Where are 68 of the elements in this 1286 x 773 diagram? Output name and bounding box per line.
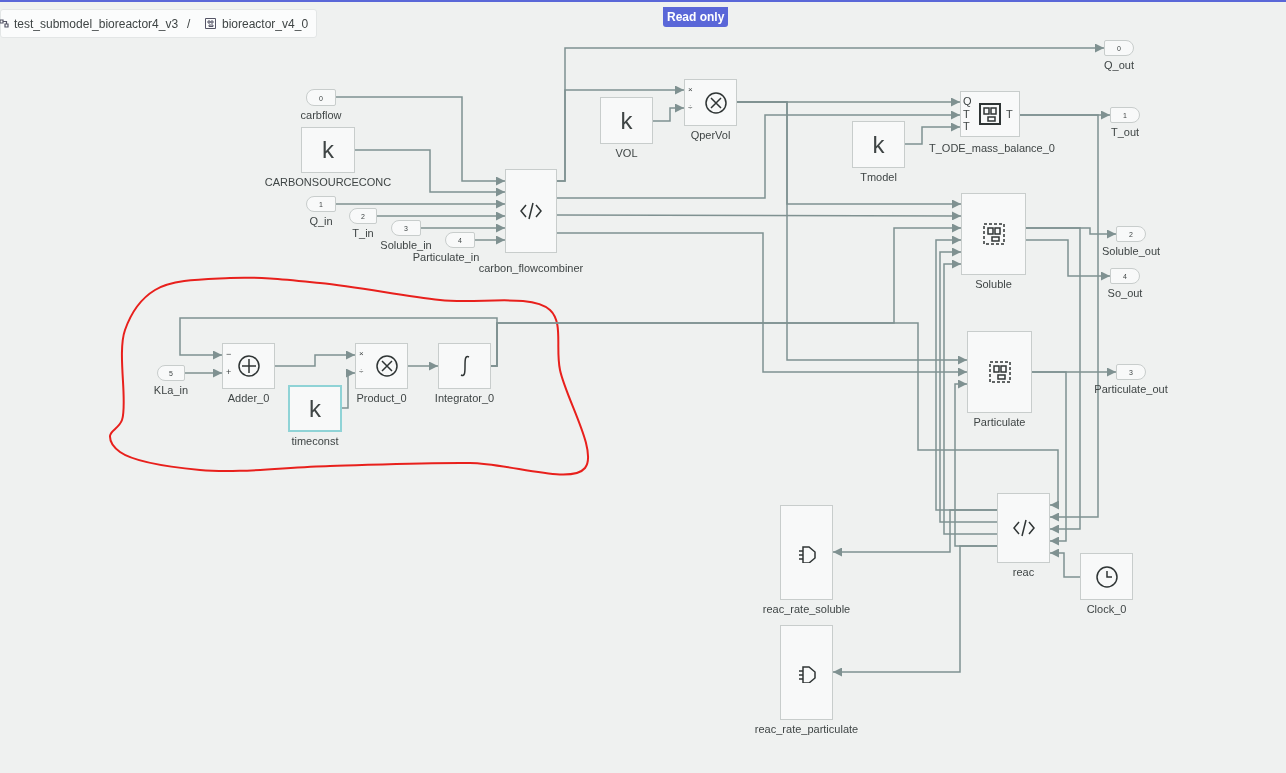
constant-symbol: k: [309, 396, 321, 421]
block-label: T_in: [352, 227, 374, 240]
signal-connector: [354, 149, 506, 197]
signal-connector: [652, 103, 685, 122]
block-label: Tmodel: [860, 171, 897, 184]
block-label: QperVol: [690, 129, 731, 142]
block-label: Q_in: [309, 215, 333, 228]
signal-connector: [1025, 227, 1081, 534]
constant-symbol: k: [872, 132, 885, 157]
block-label: Adder_0: [227, 392, 270, 405]
port-label: Q: [963, 96, 972, 107]
port-label: T: [1006, 109, 1013, 120]
block-label: carbflow: [300, 109, 342, 122]
breadcrumb-separator: /: [187, 17, 191, 31]
breadcrumb-link: bioreactor_v4_0: [222, 17, 309, 31]
block-label: reac: [1012, 566, 1035, 579]
port-sign: ÷: [359, 368, 364, 376]
signal-connector: [556, 85, 685, 182]
block-label: Particulate_out: [1094, 383, 1168, 396]
signal-connector: [1031, 371, 1067, 546]
block-label: KLa_in: [153, 384, 189, 397]
block-label: Soluble_out: [1101, 245, 1161, 258]
signal-connector: [376, 211, 506, 221]
block-label: Integrator_0: [434, 392, 495, 405]
signal-connector: [335, 96, 506, 186]
block-label: So_out: [1107, 287, 1143, 300]
block-label: CARBONSOURCECONC: [264, 176, 392, 189]
status-badge: Read only: [663, 7, 729, 27]
signal-connector: [556, 232, 968, 377]
constant-symbol: k: [620, 108, 633, 133]
block-label: Particulate_in: [412, 251, 480, 264]
port-label: T: [963, 109, 970, 120]
signal-connector: [832, 545, 998, 677]
signal-connector: [407, 361, 439, 371]
signal-connector: [1019, 114, 1099, 522]
block-label: timeconst: [291, 435, 339, 448]
block-label: Clock_0: [1086, 603, 1127, 616]
block-label: reac_rate_soluble: [762, 603, 851, 616]
signal-connector: [341, 368, 356, 409]
breadcrumb-link: test_submodel_bioreactor4_v3: [14, 17, 179, 31]
signal-connector: [184, 368, 223, 378]
block-label: Soluble: [975, 278, 1012, 291]
signal-connector: [1049, 548, 1081, 578]
port-sign: ÷: [688, 104, 693, 112]
block-label: T_out: [1110, 126, 1140, 139]
port-sign: ×: [688, 86, 693, 94]
block-label: Product_0: [356, 392, 407, 405]
block-label: carbon_flowcombiner: [478, 262, 584, 275]
port-sign: ×: [359, 350, 364, 358]
signal-connector: [1025, 239, 1111, 281]
block-label: reac_rate_particulate: [754, 723, 859, 736]
signal-connector: [556, 211, 962, 221]
port-sign: +: [226, 368, 232, 377]
signal-connector: [335, 199, 506, 209]
block-label: T_ODE_mass_balance_0: [929, 142, 1055, 155]
signal-connector: [904, 122, 961, 145]
signal-connector: [274, 350, 356, 367]
block-label: VOL: [615, 147, 638, 160]
port-sign: −: [226, 350, 232, 359]
port-label: T: [963, 121, 970, 132]
block-label: Q_out: [1104, 59, 1134, 72]
block-label: Particulate: [973, 416, 1026, 429]
constant-symbol: k: [322, 138, 334, 162]
signal-connector: [556, 110, 961, 199]
signal-connector: [474, 235, 506, 245]
block-label: Soluble_in: [380, 239, 432, 252]
signal-connector: [420, 223, 506, 233]
signal-connector: [832, 509, 998, 557]
